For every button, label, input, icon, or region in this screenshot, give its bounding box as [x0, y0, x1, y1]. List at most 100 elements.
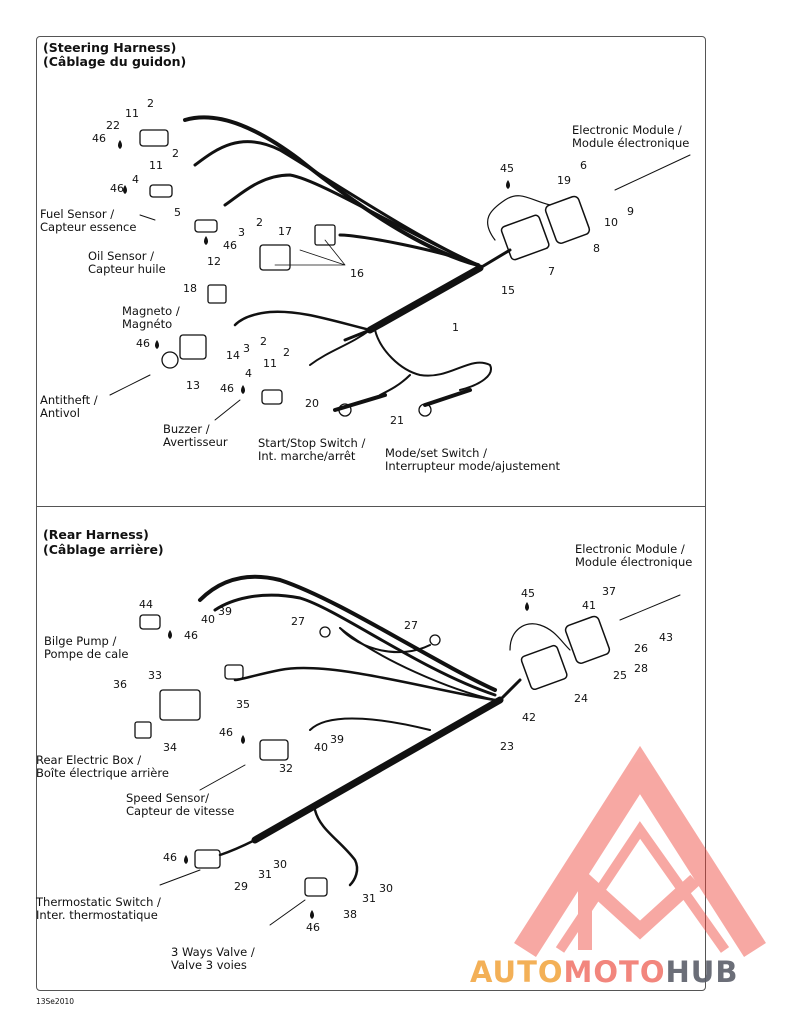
sealant-drop-icon — [155, 340, 159, 349]
callout: 24 — [574, 692, 588, 705]
callout: 8 — [593, 242, 600, 255]
callout: 25 — [613, 669, 627, 682]
callout: 13 — [186, 379, 200, 392]
callout: 46 — [92, 132, 106, 145]
label-start-stop-switch: Start/Stop Switch / Int. marche/arrêt — [258, 436, 366, 463]
callout: 46 — [163, 851, 177, 864]
callout: 12 — [207, 255, 221, 268]
diagram-frame — [36, 36, 706, 991]
callout: 39 — [330, 733, 344, 746]
sealant-drop-icon — [123, 185, 127, 194]
callout: 45 — [500, 162, 514, 175]
callout: 19 — [557, 174, 571, 187]
steering-harness-trunk — [366, 264, 484, 334]
callout: 40 — [201, 613, 215, 626]
callout: 31 — [362, 892, 376, 905]
callout: 11 — [125, 107, 139, 120]
callout: 30 — [379, 882, 393, 895]
callout: 26 — [634, 642, 648, 655]
callout: 4 — [132, 173, 139, 186]
sealant-drop-icon — [204, 236, 208, 245]
callout: 14 — [226, 349, 240, 362]
callout: 37 — [602, 585, 616, 598]
callout: 4 — [245, 367, 252, 380]
label-electronic-module: Electronic Module / Module électronique — [572, 123, 690, 150]
steering-title-fr: (Câblage du guidon) — [43, 54, 187, 69]
callout: 9 — [627, 205, 634, 218]
callout: 46 — [219, 726, 233, 739]
callout: 2 — [260, 335, 267, 348]
watermark-part-1: AUTO — [470, 955, 564, 989]
callout: 20 — [305, 397, 319, 410]
callout: 29 — [234, 880, 248, 893]
rear-title-fr: (Câblage arrière) — [43, 542, 164, 557]
callout: 36 — [113, 678, 127, 691]
callout: 30 — [273, 858, 287, 871]
callout: 1 — [452, 321, 459, 334]
callout: 44 — [139, 598, 153, 611]
label-thermostatic-switch: Thermostatic Switch / Inter. thermostati… — [36, 895, 161, 922]
callout: 3 — [243, 342, 250, 355]
label-speed-sensor: Speed Sensor/ Capteur de vitesse — [126, 791, 235, 818]
sealant-drop-icon — [241, 735, 245, 744]
rear-harness-trunk — [251, 696, 504, 844]
callout: 46 — [110, 182, 124, 195]
callout: 34 — [163, 741, 177, 754]
sealant-drop-icon — [310, 910, 314, 919]
callout: 38 — [343, 908, 357, 921]
callout: 46 — [136, 337, 150, 350]
callout: 41 — [582, 599, 596, 612]
callout: 2 — [172, 147, 179, 160]
sealant-drop-icon — [118, 140, 122, 149]
callout: 5 — [174, 206, 181, 219]
callout: 17 — [278, 225, 292, 238]
callout: 16 — [350, 267, 364, 280]
callout: 40 — [314, 741, 328, 754]
callout: 22 — [106, 119, 120, 132]
label-buzzer: Buzzer / Avertisseur — [163, 422, 228, 449]
callout: 6 — [580, 159, 587, 172]
callout: 10 — [604, 216, 618, 229]
callout: 46 — [220, 382, 234, 395]
callout: 33 — [148, 669, 162, 682]
callout: 45 — [521, 587, 535, 600]
sealant-drop-icon — [506, 180, 510, 189]
sealant-drop-icon — [184, 855, 188, 864]
sealant-drop-icon — [525, 602, 529, 611]
sealant-drop-icon — [241, 385, 245, 394]
watermark-part-3: HUB — [665, 955, 739, 989]
callout: 11 — [263, 357, 277, 370]
label-mode-set-switch: Mode/set Switch / Interrupteur mode/ajus… — [385, 446, 561, 473]
callout: 39 — [218, 605, 232, 618]
label-oil-sensor: Oil Sensor / Capteur huile — [88, 249, 166, 276]
label-electronic-module-rear: Electronic Module / Module électronique — [575, 542, 693, 569]
watermark-part-2: MOTO — [563, 955, 666, 989]
callout: 27 — [404, 619, 418, 632]
callout: 46 — [223, 239, 237, 252]
section-divider — [36, 506, 706, 507]
label-bilge-pump: Bilge Pump / Pompe de cale — [44, 634, 129, 661]
sealant-drop-icon — [168, 630, 172, 639]
callout: 27 — [291, 615, 305, 628]
callout: 11 — [149, 159, 163, 172]
callout: 15 — [501, 284, 515, 297]
callout: 2 — [147, 97, 154, 110]
callout: 35 — [236, 698, 250, 711]
callout: 7 — [548, 265, 555, 278]
steering-title-en: (Steering Harness) — [43, 40, 177, 55]
label-antitheft: Antitheft / Antivol — [40, 393, 98, 420]
callout: 18 — [183, 282, 197, 295]
callout: 43 — [659, 631, 673, 644]
callout: 28 — [634, 662, 648, 675]
watermark-text: AUTOMOTOHUB — [470, 955, 738, 989]
callout: 31 — [258, 868, 272, 881]
label-three-ways-valve: 3 Ways Valve / Valve 3 voies — [171, 945, 255, 972]
label-rear-electric-box: Rear Electric Box / Boîte électrique arr… — [36, 753, 169, 780]
callout: 2 — [283, 346, 290, 359]
callout: 46 — [306, 921, 320, 934]
label-magneto: Magneto / Magnéto — [122, 304, 180, 331]
label-fuel-sensor: Fuel Sensor / Capteur essence — [40, 207, 137, 234]
callout: 32 — [279, 762, 293, 775]
